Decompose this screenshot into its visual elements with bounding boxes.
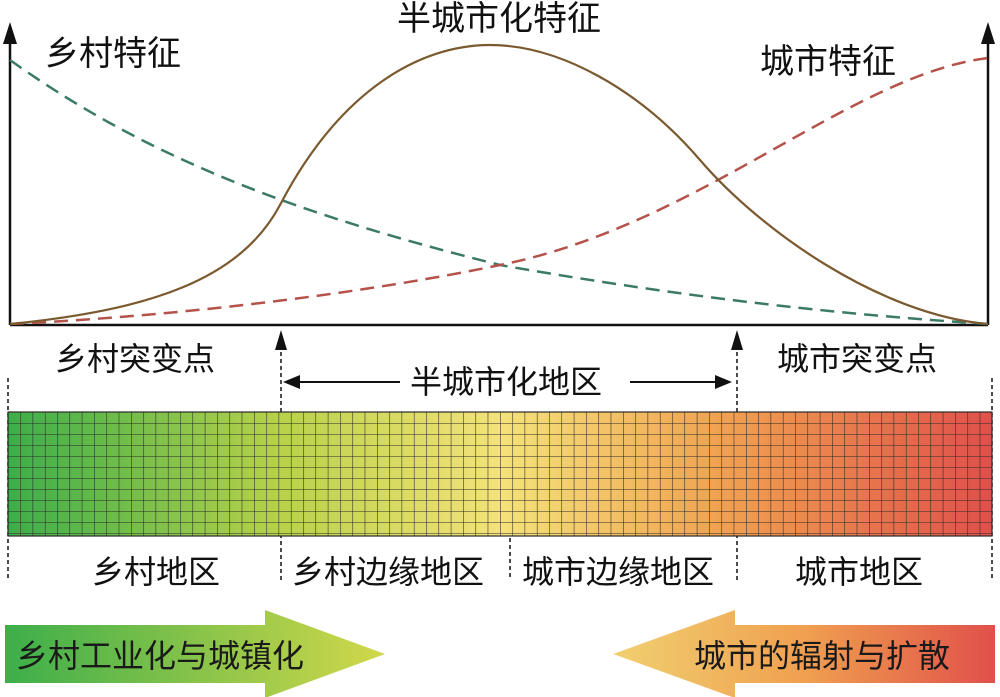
left-axis-arrowhead (3, 22, 17, 44)
semi-region-arrowhead-right (715, 375, 732, 389)
urban-radiation-arrow (613, 610, 995, 697)
region-rural-fringe-label: 乡村边缘地区 (292, 553, 484, 591)
semi-region-label: 半城市化地区 (410, 363, 602, 401)
rural-transition-arrowhead (275, 330, 287, 350)
urban-radiation-label: 城市的辐射与扩散 (694, 637, 950, 675)
semi-urban-feature-label: 半城市化特征 (397, 0, 601, 39)
right-axis-arrowhead (981, 22, 995, 44)
urban-feature-label: 城市特征 (760, 42, 896, 82)
semi-region-arrowhead-left (283, 375, 300, 389)
region-rural-label: 乡村地区 (92, 553, 220, 591)
region-urban-label: 城市地区 (795, 553, 923, 591)
rural-feature-label: 乡村特征 (45, 34, 181, 74)
region-urban-fringe-label: 城市边缘地区 (522, 553, 714, 591)
rural-industrialization-label: 乡村工业化与城镇化 (16, 637, 304, 675)
urban-transition-arrowhead (731, 330, 743, 350)
gradient-bar-border (7, 411, 993, 537)
urban-feature-curve (9, 56, 989, 326)
rural-transition-label: 乡村突变点 (55, 340, 215, 378)
rural-industrialization-arrow (5, 610, 385, 697)
gradient-bar-grid (8, 412, 992, 536)
urban-transition-label: 城市突变点 (777, 340, 937, 378)
semi-urban-feature-curve (9, 43, 989, 326)
rural-feature-curve (9, 58, 989, 326)
